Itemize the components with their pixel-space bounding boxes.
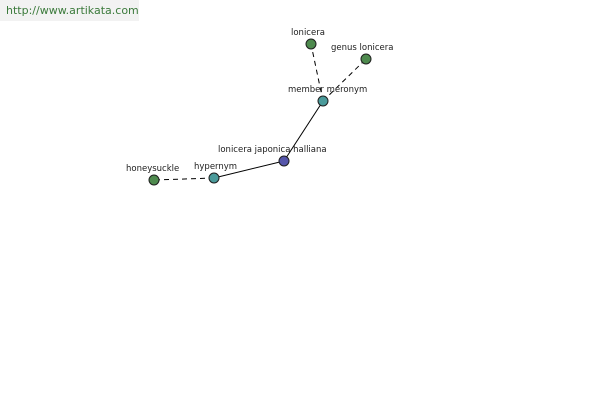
watermark-link[interactable]: http://www.artikata.com [6,4,139,17]
node-label-member-meronym: member meronym [288,85,367,95]
edge-hypernym-honeysuckle [153,177,215,181]
node-lonicera[interactable] [305,38,317,50]
watermark-banner: http://www.artikata.com [0,0,139,21]
node-member-meronym[interactable] [317,95,329,107]
node-label-honeysuckle: honeysuckle [126,164,179,174]
node-honeysuckle[interactable] [148,174,160,186]
node-hypernym[interactable] [208,172,220,184]
node-center[interactable] [278,155,290,167]
graph-nodes [148,38,372,186]
edge-member-meronym-lonicera [310,43,324,102]
edge-center-member-meronym [283,100,324,162]
node-genus-lonicera[interactable] [360,53,372,65]
node-label-lonicera: lonicera [291,28,325,38]
node-label-hypernym: hypernym [194,162,237,172]
edge-member-meronym-genus-lonicera [322,58,367,102]
graph-labels: lonicera japonica halliana hypernym honeys… [126,28,393,174]
edge-center-hypernym [213,160,285,179]
node-label-center: lonicera japonica halliana [218,145,327,155]
node-label-genus-lonicera: genus lonicera [331,43,393,53]
graph-edges [153,43,367,181]
